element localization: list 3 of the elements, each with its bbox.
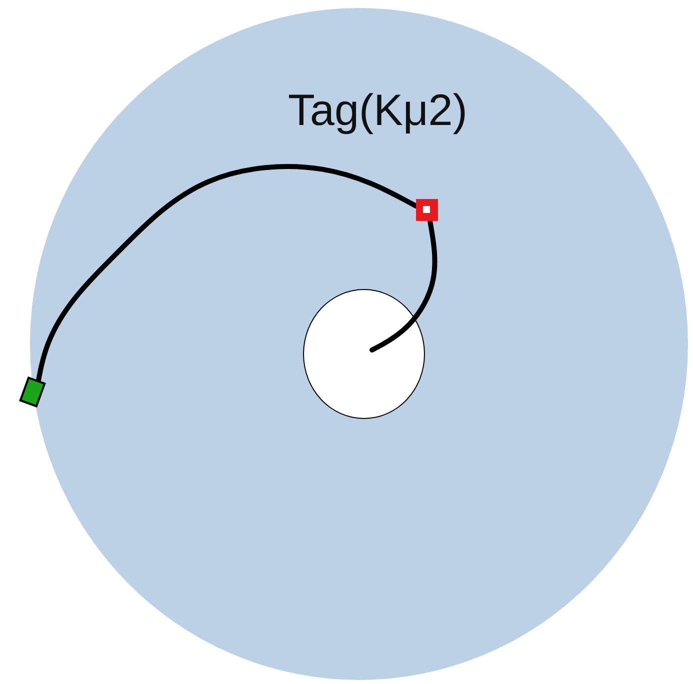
curved-line: [370, 218, 438, 352]
title-text: Tag(Kμ2): [288, 86, 468, 136]
square-marker: [416, 199, 438, 221]
